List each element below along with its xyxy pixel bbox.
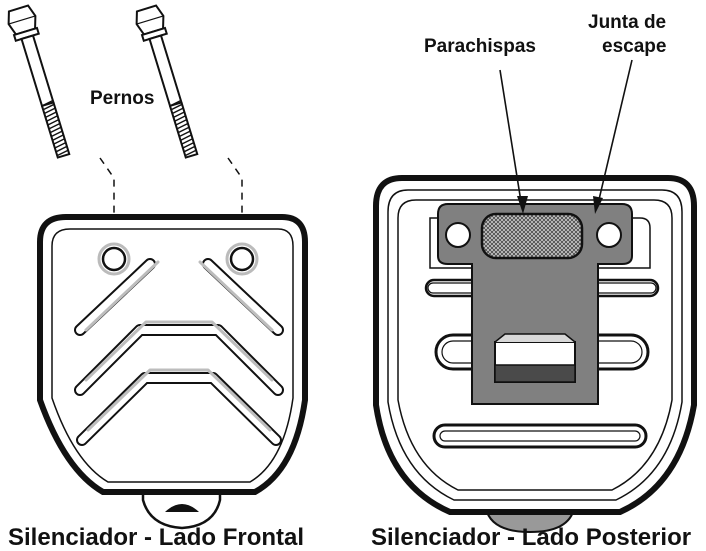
gasket-leader: [596, 59, 633, 209]
muffler-front-view: Pernos Silenciador - Lado Frontal: [7, 4, 308, 551]
spark-arrester-leader: [499, 69, 523, 209]
rear-outlet-slot: [494, 333, 576, 383]
spark-arrester-label: Parachispas: [424, 36, 536, 57]
gasket-label-line1: Junta de: [588, 12, 666, 33]
rear-caption: Silenciador - Lado Posterior: [371, 524, 691, 551]
front-mount-hole-right: [229, 246, 255, 272]
gasket-label-line2: escape: [602, 36, 666, 57]
front-caption: Silenciador - Lado Frontal: [8, 524, 304, 551]
spark-arrester-screen: [480, 212, 584, 260]
bolts-label: Pernos: [90, 88, 154, 109]
front-body-outline: [37, 214, 308, 495]
muffler-rear-view: Parachispas Junta de escape Silenciador …: [371, 12, 697, 551]
bolt-left: [7, 4, 71, 159]
bolt-right: [135, 4, 199, 159]
front-mount-hole-left: [101, 246, 127, 272]
front-heat-shield-ribs: [74, 258, 284, 446]
